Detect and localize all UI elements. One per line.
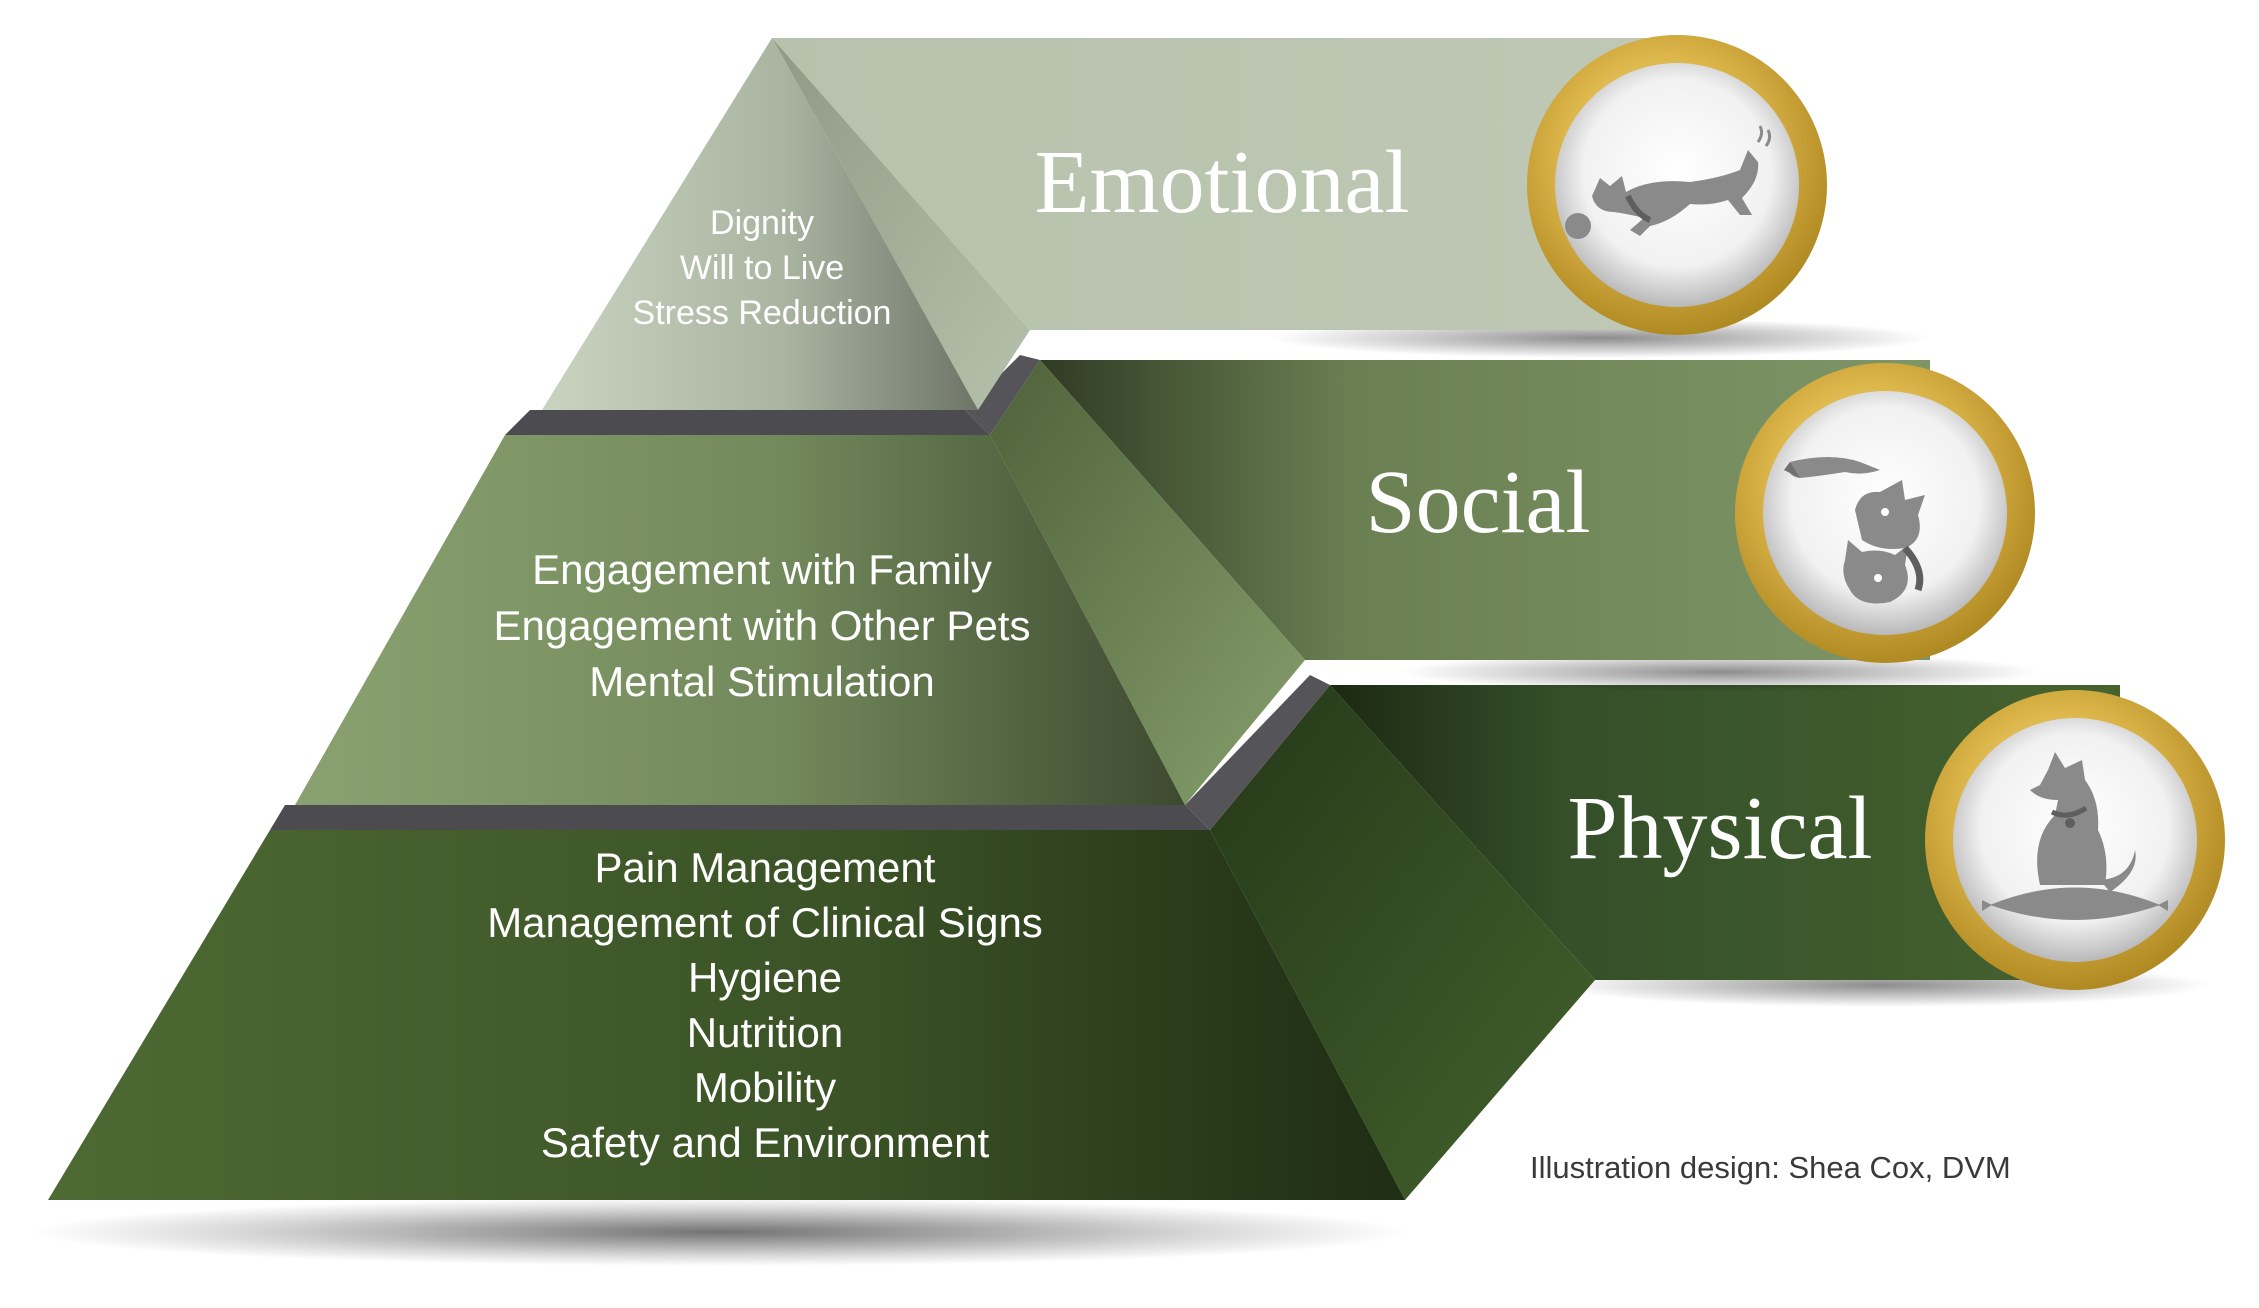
physical-item-3: Hygiene [688,954,842,1001]
physical-badge [1925,690,2225,990]
tier-physical: Physical Pain Management Management of C… [48,675,2225,1200]
emotional-side-face [772,38,1030,410]
illustration-credit: Illustration design: Shea Cox, DVM [1530,1150,2011,1185]
emotional-item-3: Stress Reduction [633,294,892,332]
physical-label: Physical [1568,779,1873,878]
social-item-1: Engagement with Family [532,546,992,593]
physical-item-6: Safety and Environment [541,1119,990,1166]
emotional-banner [772,38,1690,330]
emotional-badge [1527,35,1827,335]
physical-side-face [1210,685,1595,1200]
social-front-face [295,435,1185,805]
social-badge [1735,363,2035,663]
physical-banner [1330,685,2120,980]
emotional-item-2: Will to Live [680,249,844,287]
tier-divider-upper-side [965,355,1040,435]
physical-item-5: Mobility [694,1064,836,1111]
physical-item-1: Pain Management [595,844,936,891]
tier-divider-upper [505,410,990,435]
physical-item-2: Management of Clinical Signs [487,899,1043,946]
social-banner [1040,360,1930,660]
physical-front-face [48,830,1405,1200]
emotional-item-1: Dignity [710,204,814,242]
emotional-front-face [542,38,978,410]
pyramid-ground-shadow [30,1198,1410,1266]
emotional-label: Emotional [1035,133,1410,232]
physical-item-4: Nutrition [687,1009,843,1056]
emotional-tier-list: Dignity Will to Live Stress Reduction [633,204,892,332]
dog-sitting-on-cushion-icon [1982,752,2168,920]
social-label: Social [1366,453,1591,552]
physical-tier-list: Pain Management Management of Clinical S… [487,844,1043,1166]
tier-divider-lower-side [1185,675,1330,830]
tier-emotional: Emotional Dignity Will to Live Stress Re… [542,35,1930,410]
hand-petting-dog-and-cat-icon [1784,457,1925,604]
jumping-dog-with-ball-icon [1565,125,1772,239]
social-side-face [990,360,1305,805]
social-tier-list: Engagement with Family Engagement with O… [494,546,1031,705]
social-item-3: Mental Stimulation [589,658,935,705]
tier-divider-lower [270,805,1210,830]
tier-social: Social Engagement with Family Engagement… [295,355,2040,805]
social-item-2: Engagement with Other Pets [494,602,1031,649]
